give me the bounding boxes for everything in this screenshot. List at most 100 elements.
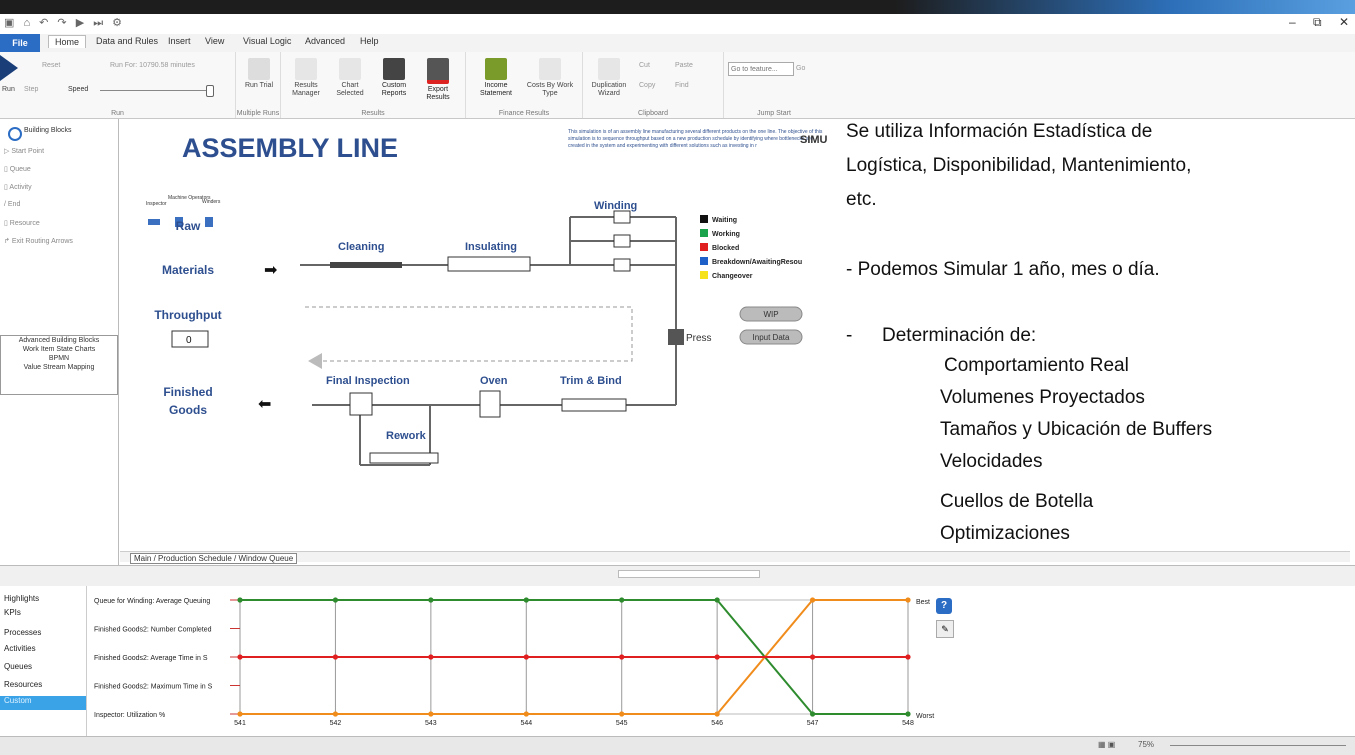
chart-data-point [332, 711, 339, 717]
chart-data-point [905, 654, 911, 660]
chart-data-point [523, 597, 529, 603]
station-insulating[interactable]: Insulating [465, 241, 517, 253]
overlay-line-1: Se utiliza Información Estadística de [846, 121, 1153, 142]
description-box: This simulation is of an assembly line m… [568, 129, 822, 149]
canvas-horizontal-scrollbar[interactable] [120, 551, 1350, 562]
chart-data-point [237, 654, 243, 660]
income-statement-button[interactable]: Income Statement [474, 58, 518, 98]
tab-file[interactable]: File [0, 34, 40, 52]
wrench-icon[interactable]: ✎ [936, 620, 954, 638]
return-loop-path [305, 306, 633, 362]
export-results-button[interactable]: Export Results [419, 58, 457, 102]
speed-slider-track[interactable] [100, 90, 210, 91]
splitter-handle[interactable] [618, 570, 760, 578]
station-winding[interactable]: Winding [594, 200, 637, 212]
operator-label-machine: Machine Operators [168, 195, 211, 201]
legend-label: Breakdown/AwaitingResou [712, 259, 802, 266]
view-mode-icons[interactable]: ▦ ▣ [1098, 740, 1116, 749]
find-button[interactable]: Find [675, 82, 689, 89]
panel-splitter[interactable] [0, 565, 1355, 587]
help-icon[interactable]: ? [936, 598, 952, 614]
cleaning-conveyor [330, 262, 402, 268]
block-queue[interactable]: ▯ Queue [4, 166, 31, 173]
tab-insert[interactable]: Insert [168, 36, 191, 46]
chart-data-point [809, 597, 816, 603]
work-item-state-charts[interactable]: Work Item State Charts [22, 346, 96, 353]
menu-processes[interactable]: Processes [4, 628, 42, 637]
block-start-point[interactable]: ▷ Start Point [4, 148, 45, 155]
menu-highlights[interactable]: Highlights [4, 594, 40, 603]
station-trim-bind[interactable]: Trim & Bind [560, 375, 622, 387]
finance-group-label: Finance Results [498, 110, 550, 117]
wip-button-label: WIP [763, 310, 778, 319]
quick-access-toolbar[interactable]: ▣ ⌂ ↶ ↷ ▶ ⏭ ⚙ [4, 17, 126, 29]
menu-custom[interactable]: Custom [0, 696, 86, 710]
chart-data-point [428, 654, 434, 660]
advanced-building-blocks[interactable]: Advanced Building Blocks [18, 337, 100, 344]
money-icon [485, 58, 507, 80]
chart-selected-button[interactable]: Chart Selected [331, 58, 369, 98]
export-results-label: Export Results [426, 86, 450, 101]
overlay-item-5: Cuellos de Botella [940, 491, 1094, 512]
reset-button[interactable]: Reset [42, 62, 61, 69]
menu-kpis[interactable]: KPIs [4, 608, 21, 617]
run-group-label: Run [111, 110, 124, 117]
tab-view[interactable]: View [205, 36, 225, 46]
block-end[interactable]: / End [4, 201, 21, 208]
costs-by-work-type-button[interactable]: Costs By Work Type [526, 58, 574, 98]
duplication-wizard-button[interactable]: Duplication Wizard [589, 58, 629, 98]
jump-search-input[interactable] [728, 62, 794, 76]
overlay-item-2: Volumenes Proyectados [940, 387, 1145, 408]
restore-button[interactable]: ⧉ [1313, 15, 1322, 29]
sheet-tabs[interactable]: Main / Production Schedule / Window Queu… [130, 553, 298, 564]
step-button[interactable]: Step [24, 86, 39, 93]
station-final-inspection[interactable]: Final Inspection [326, 375, 410, 387]
go-button[interactable]: Go [796, 65, 806, 72]
paste-button[interactable]: Paste [675, 62, 693, 69]
chart-y-axis-label: Finished Goods2: Average Time in S [94, 655, 208, 662]
bpmn[interactable]: BPMN [48, 355, 70, 362]
tab-help[interactable]: Help [360, 36, 379, 46]
results-manager-button[interactable]: Results Manager [287, 58, 325, 98]
operator-icon [175, 217, 183, 227]
clipboard-group: Duplication Wizard Cut Paste Copy Find C… [583, 52, 724, 118]
block-resource[interactable]: ▯ Resource [4, 220, 40, 227]
block-activity[interactable]: ▯ Activity [4, 184, 32, 191]
cut-button[interactable]: Cut [639, 62, 650, 69]
speed-slider-handle[interactable] [206, 85, 214, 97]
tab-advanced[interactable]: Advanced [305, 36, 346, 46]
input-data-button[interactable] [739, 329, 803, 345]
value-stream-mapping[interactable]: Value Stream Mapping [23, 364, 95, 371]
run-play-icon[interactable] [0, 55, 18, 81]
custom-reports-button[interactable]: Custom Reports [375, 58, 413, 98]
run-trial-button[interactable]: Run Trial [244, 58, 274, 90]
chart-y-axis-label: Finished Goods2: Number Completed [94, 627, 212, 634]
menu-resources[interactable]: Resources [4, 680, 43, 689]
block-exit-routing[interactable]: ↱ Exit Routing Arrows [4, 238, 73, 245]
results-menu: Highlights KPIs Processes Activities Que… [0, 586, 87, 736]
wip-button[interactable] [739, 306, 803, 322]
menu-activities[interactable]: Activities [4, 644, 36, 653]
run-button[interactable]: Run [2, 86, 15, 93]
close-button[interactable]: ✕ [1338, 15, 1349, 29]
zoom-slider[interactable] [1170, 745, 1346, 746]
station-oven[interactable]: Oven [480, 375, 508, 387]
copy-button[interactable]: Copy [639, 82, 656, 89]
station-rework[interactable]: Rework [386, 430, 427, 442]
chart-y-axis-label: Inspector: Utilization % [94, 712, 165, 719]
station-cleaning[interactable]: Cleaning [338, 241, 384, 253]
tab-data-and-rules[interactable]: Data and Rules [96, 36, 159, 46]
conveyor-lines [300, 216, 677, 466]
chart-x-tick-label: 544 [520, 720, 532, 727]
menu-queues[interactable]: Queues [4, 662, 33, 671]
building-blocks-header: Building Blocks [24, 127, 72, 134]
chart-worst-label: Worst [916, 713, 934, 720]
tab-visual-logic[interactable]: Visual Logic [243, 36, 292, 46]
title-bar: ▣ ⌂ ↶ ↷ ▶ ⏭ ⚙ – ⧉ ✕ [0, 14, 1355, 35]
block-queue-label: Queue [9, 166, 31, 173]
minimize-button[interactable]: – [1288, 15, 1296, 29]
station-press[interactable]: Press [686, 333, 712, 344]
tab-home[interactable]: Home [48, 35, 87, 48]
chart-data-point [237, 597, 243, 603]
overlay-line-3: etc. [846, 189, 877, 210]
